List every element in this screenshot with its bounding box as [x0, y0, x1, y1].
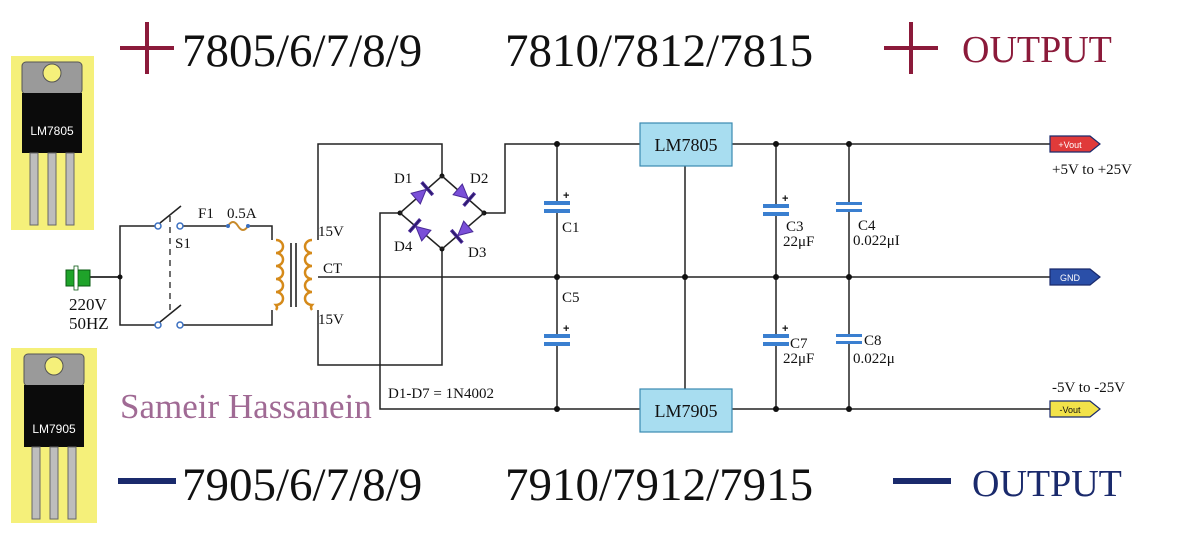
mains-wire-bottom [90, 276, 155, 326]
switch-s1 [154, 205, 184, 329]
switch-label: S1 [175, 236, 191, 252]
secondary-coil [303, 238, 315, 311]
output-negative-range: -5V to -25V [1052, 380, 1125, 396]
regulator-positive: LM7805 [639, 122, 733, 167]
footer-right-text: 7910/7912/7915 [505, 459, 813, 511]
regulator-positive-label: LM7805 [655, 135, 718, 155]
transformer-bottom-tap: 15V [318, 312, 344, 328]
diode-d3-label: D3 [468, 245, 486, 261]
capacitor-c1-label: C1 [562, 220, 580, 236]
capacitor-c4-value: 0.022μI [853, 233, 900, 249]
mounting-hole [42, 63, 62, 83]
fuse-f1 [226, 221, 250, 231]
header-left-text: 7805/6/7/8/9 [182, 25, 422, 77]
svg-text:+: + [563, 190, 569, 202]
plus-sign-vertical-right [909, 22, 913, 74]
primary-coil [273, 238, 285, 311]
package-pin-2 [47, 152, 57, 226]
capacitor-c4-label: C4 [858, 218, 876, 234]
capacitor-c7-label: C7 [790, 336, 808, 352]
regulator-negative-label: LM7905 [655, 401, 718, 421]
capacitor-c8-label: C8 [864, 333, 882, 349]
minus-sign-right [893, 478, 951, 484]
input-voltage: 220V [69, 295, 108, 314]
capacitors: + + + + [544, 190, 862, 346]
package-body [24, 385, 84, 447]
transformer-top-tap: 15V [318, 224, 344, 240]
output-tag-positive: +Vout [1049, 135, 1101, 153]
primary-return [183, 310, 273, 326]
plus-sign-vertical [145, 22, 149, 74]
svg-text:+: + [782, 323, 788, 335]
capacitor-c8-value: 0.022μ [853, 351, 895, 367]
fuse-rating: 0.5A [227, 206, 257, 222]
footer-left-text: 7905/6/7/8/9 [182, 459, 422, 511]
capacitor-c7: + [763, 323, 789, 346]
header-right-text: 7810/7812/7815 [505, 25, 813, 77]
svg-text:+: + [782, 193, 788, 205]
transformer-center-tap: CT [323, 261, 342, 277]
mains-wire-top [90, 225, 155, 278]
regulator-negative: LM7905 [639, 388, 733, 433]
fuse-wire-out [248, 225, 273, 240]
package-top: LM7805 [11, 56, 94, 230]
package-pin-1 [29, 152, 39, 226]
svg-text:+: + [563, 323, 569, 335]
minus-sign-left [118, 478, 176, 484]
diode-d2-label: D2 [470, 171, 488, 187]
package-bottom: LM7905 [11, 348, 97, 523]
capacitor-c1: + [544, 190, 570, 213]
footer: 7905/6/7/8/9 7910/7912/7915 OUTPUT [118, 459, 1122, 511]
diode-d2 [452, 183, 477, 207]
diode-d3 [449, 220, 474, 244]
diodes [407, 181, 477, 244]
author-credit: Sameir Hassanein [120, 387, 372, 426]
mains-plug-icon [65, 265, 91, 291]
diode-d4-label: D4 [394, 239, 413, 255]
positive-rail-in [484, 143, 640, 214]
output-positive-range: +5V to +25V [1052, 162, 1132, 178]
diode-note: D1-D7 = 1N4002 [388, 386, 494, 402]
diode-d4 [407, 218, 432, 242]
diode-d1-label: D1 [394, 171, 412, 187]
transformer [273, 238, 315, 311]
capacitor-c4 [836, 202, 862, 212]
fuse-label: F1 [198, 206, 214, 222]
secondary-top-wire [317, 143, 443, 240]
output-tag-negative: -Vout [1049, 400, 1101, 418]
input-frequency: 50HZ [69, 314, 109, 333]
package-pin-3 [67, 446, 77, 520]
output-tag-positive-label: +Vout [1058, 140, 1082, 150]
header: 7805/6/7/8/9 7810/7812/7815 OUTPUT [120, 22, 1112, 77]
capacitor-c5-label: C5 [562, 290, 580, 306]
negative-rail-in [379, 212, 640, 410]
capacitor-c3: + [763, 193, 789, 216]
output-tag-ground: GND [1049, 268, 1101, 286]
package-pin-2 [49, 446, 59, 520]
mounting-hole [44, 356, 64, 376]
header-output-label: OUTPUT [962, 29, 1112, 71]
capacitor-c7-value: 22μF [783, 351, 814, 367]
wires [90, 143, 1050, 410]
package-label: LM7905 [32, 422, 76, 436]
output-tag-negative-label: -Vout [1059, 405, 1081, 415]
capacitor-c8 [836, 334, 862, 344]
capacitor-c5: + [544, 323, 570, 346]
package-pin-3 [65, 152, 75, 226]
capacitor-c3-value: 22μF [783, 234, 814, 250]
footer-output-label: OUTPUT [972, 463, 1122, 505]
output-tag-ground-label: GND [1060, 273, 1081, 283]
diode-d1 [410, 181, 435, 205]
package-pin-1 [31, 446, 41, 520]
capacitor-c3-label: C3 [786, 219, 804, 235]
package-body [22, 93, 82, 153]
package-label: LM7805 [30, 124, 74, 138]
